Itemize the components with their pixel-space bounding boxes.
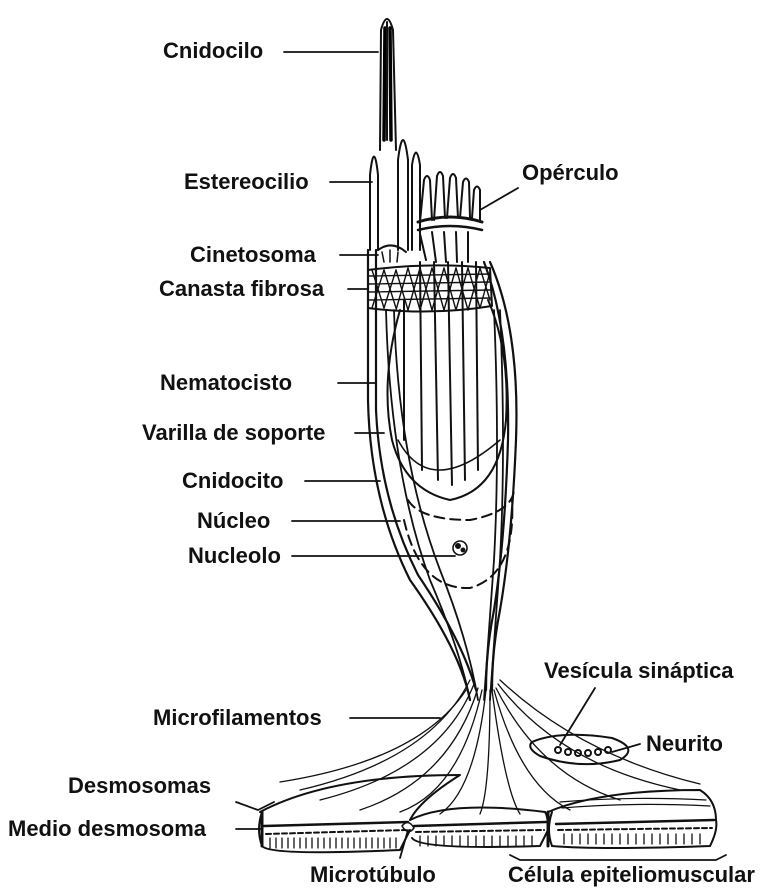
label-microtubulo: Microtúbulo	[310, 862, 436, 888]
label-vesicula-sinaptica: Vesícula sináptica	[544, 658, 734, 684]
fibrous-basket-shape	[368, 265, 492, 311]
nucleus-shape	[404, 490, 514, 588]
label-celula-epiteliomuscular: Célula epiteliomuscular	[508, 862, 755, 888]
operculum-shape	[418, 172, 482, 262]
label-desmosomas: Desmosomas	[68, 773, 211, 799]
basal-plate-center	[402, 808, 548, 848]
stereocilia-shape	[370, 140, 420, 250]
label-nematocisto: Nematocisto	[160, 370, 292, 396]
label-cinetosoma: Cinetosoma	[190, 242, 316, 268]
nucleolus-shape	[453, 541, 467, 555]
microfilament-bundle	[280, 680, 700, 814]
label-microfilamentos: Microfilamentos	[153, 705, 322, 731]
label-nucleo: Núcleo	[197, 508, 270, 534]
label-medio-desmosoma: Medio desmosoma	[8, 816, 206, 842]
kinetosome-shape	[378, 245, 406, 262]
epitheliomuscular-cell-shape	[548, 790, 716, 848]
label-operculo: Opérculo	[522, 160, 619, 186]
label-nucleolo: Nucleolo	[188, 543, 281, 569]
label-cnidocito: Cnidocito	[182, 468, 283, 494]
label-varilla-de-soporte: Varilla de soporte	[142, 420, 325, 446]
neurite-shape	[530, 735, 628, 764]
label-neurito: Neurito	[646, 731, 723, 757]
label-canasta-fibrosa: Canasta fibrosa	[159, 276, 324, 302]
cnidocil-shape	[380, 19, 396, 150]
label-estereocilio: Estereocilio	[184, 169, 309, 195]
label-cnidocilo: Cnidocilo	[163, 38, 263, 64]
